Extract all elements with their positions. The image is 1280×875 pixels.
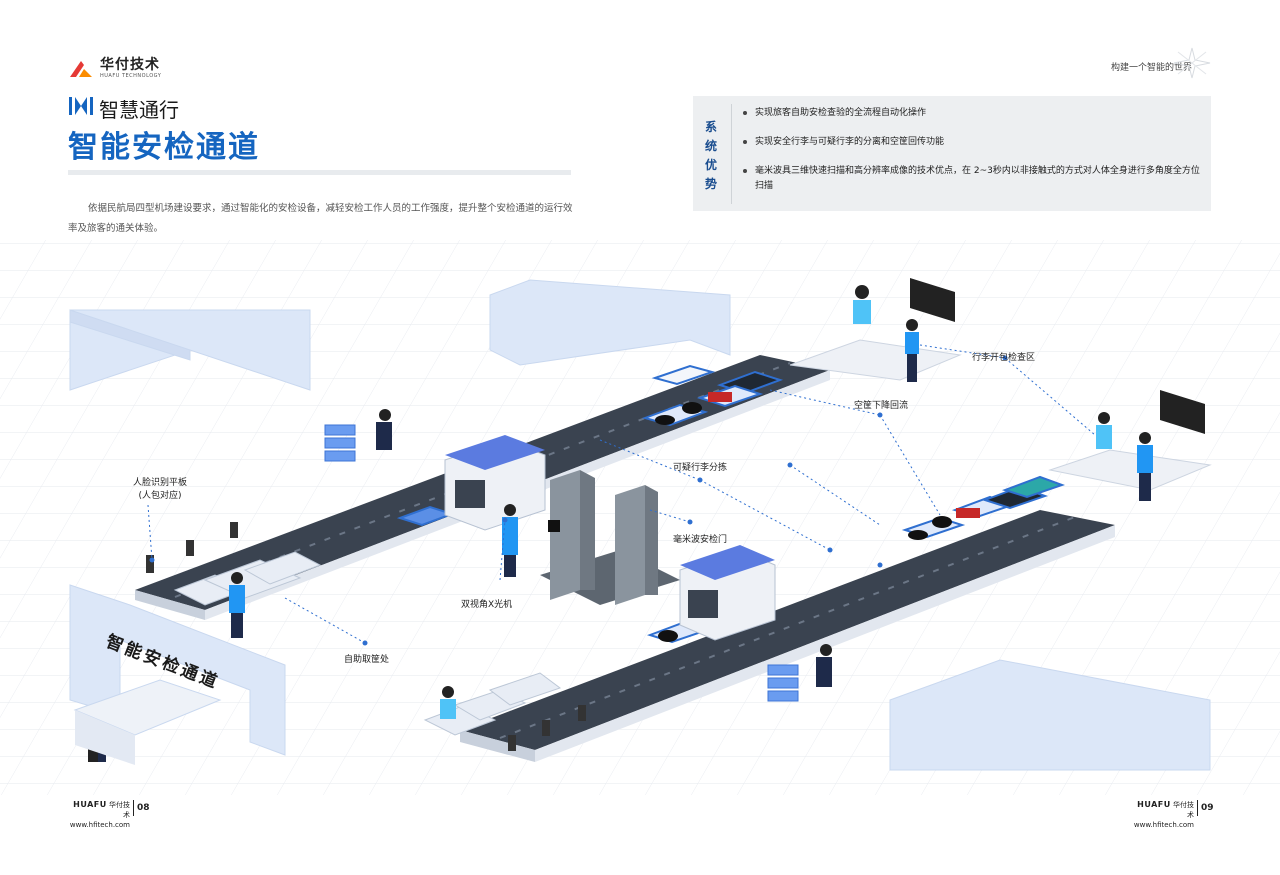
section-marker-icon	[69, 97, 93, 115]
person-inspector-right	[1096, 412, 1112, 449]
bags-lower	[658, 508, 980, 642]
back-wall-center	[489, 279, 731, 366]
footer-right-brand-cn: 华付技术	[1173, 801, 1194, 819]
section-subtitle: 智慧通行	[99, 98, 179, 122]
footer-left-brand-cn: 华付技术	[109, 801, 130, 819]
person-passenger-right	[1137, 432, 1153, 501]
back-wall-left	[69, 309, 311, 391]
server-stack-lower	[767, 664, 799, 702]
advantages-divider	[731, 104, 732, 204]
decorative-star-icon	[1173, 47, 1211, 79]
label-dual-xray: 双视角X光机	[461, 600, 513, 610]
label-empty-tray: 空筐下降回流	[854, 401, 909, 411]
logo-name-cn: 华付技术	[100, 57, 160, 73]
page-title: 智能安检通道	[68, 130, 260, 165]
title-underline	[68, 170, 571, 175]
advantages-heading-char: 势	[705, 177, 718, 191]
info-screens	[910, 278, 1205, 434]
logo-name-en: HUAFU TECHNOLOGY	[100, 73, 162, 79]
entry-gate	[69, 584, 286, 765]
person-inspector-top	[853, 285, 871, 324]
back-wall-right	[889, 659, 1211, 771]
person-operator-lower	[816, 644, 832, 687]
page-number-right: 09	[1201, 803, 1214, 813]
advantage-item: 实现安全行李与可疑行李的分离和空筐回传功能	[743, 135, 1203, 150]
label-mmwave-gate: 毫米波安检门	[673, 535, 728, 545]
advantages-heading-char: 优	[705, 158, 718, 172]
advantages-list: 实现旅客自助安检查验的全流程自动化操作 实现安全行李与可疑行李的分离和空筐回传功…	[743, 106, 1203, 208]
advantages-heading-char: 系	[705, 120, 718, 134]
leader-lines	[147, 344, 1096, 644]
person-operator-upper	[376, 409, 392, 450]
xray-machine-upper	[444, 435, 546, 531]
advantages-heading-char: 统	[705, 139, 718, 153]
label-suspect-sort: 可疑行李分拣	[673, 463, 728, 473]
footer-left-url: www.hfitech.com	[69, 821, 130, 829]
advantage-item: 实现旅客自助安检查验的全流程自动化操作	[743, 106, 1203, 121]
security-channel-illustration	[0, 240, 1280, 795]
bags-upper	[655, 392, 732, 425]
footer-right-url: www.hfitech.com	[1133, 821, 1194, 829]
conveyor-lower	[460, 510, 1115, 762]
person-passenger-top	[905, 319, 919, 382]
slogan: 构建一个智能的世界	[1110, 63, 1192, 73]
huafu-logo-icon	[70, 60, 92, 77]
footer-right-brand-en: HUAFU	[1137, 800, 1171, 809]
self-tray-station-lower	[423, 672, 562, 736]
label-open-check: 行李开包检查区	[972, 353, 1036, 363]
person-security-officer	[502, 504, 518, 577]
advantage-item: 毫米波具三维快速扫描和高分辨率成像的技术优点，在 2~3秒内以非接触式的方式对人…	[743, 164, 1203, 194]
company-logo: 华付技术 HUAFU TECHNOLOGY	[68, 58, 161, 79]
system-advantages-panel: 系 统 优 势 实现旅客自助安检查验的全流程自动化操作 实现安全行李与可疑行李的…	[693, 96, 1211, 211]
footer-right-brand: HUAFU 华付技术 www.hfitech.com	[1132, 800, 1194, 830]
label-face-tablet-line1: 人脸识别平板	[132, 478, 187, 488]
page-number-left: 08	[137, 803, 150, 813]
footer-left-divider	[133, 800, 134, 816]
face-tablets	[146, 522, 586, 751]
footer-left-brand-en: HUAFU	[73, 800, 107, 809]
server-stack-upper	[324, 424, 356, 462]
footer-left-brand: HUAFU 华付技术 www.hfitech.com	[68, 800, 130, 830]
mmwave-gate	[540, 470, 680, 605]
xray-machine-lower	[679, 545, 776, 641]
label-self-tray: 自助取筐处	[344, 655, 390, 665]
self-tray-station-upper	[173, 551, 322, 606]
footer-right-divider	[1197, 800, 1198, 816]
person-seated	[440, 686, 456, 719]
label-face-tablet: 人脸识别平板 (人包对应)	[130, 475, 190, 501]
label-face-tablet-line2: (人包对应)	[138, 491, 182, 501]
intro-paragraph: 依据民航局四型机场建设要求，通过智能化的安检设备，减轻安检工作人员的工作强度，提…	[68, 203, 573, 234]
inspection-table-right	[1048, 449, 1212, 491]
person-passenger-tray	[229, 572, 245, 638]
advantages-heading: 系 统 优 势	[693, 96, 731, 211]
leader-dots	[149, 355, 1008, 646]
